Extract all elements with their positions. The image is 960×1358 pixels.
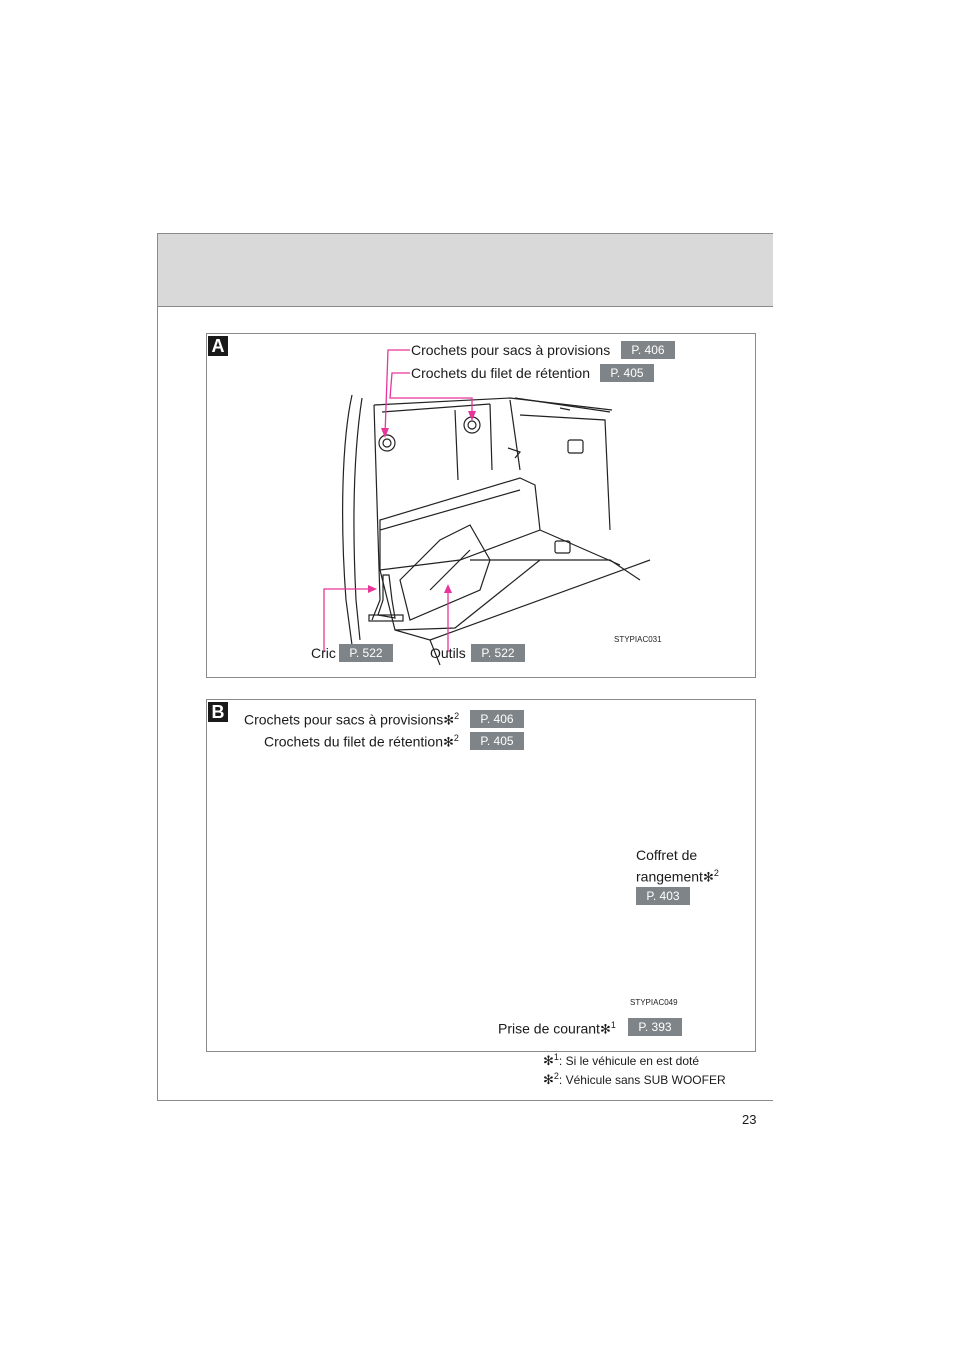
bottom-rule [157,1100,773,1101]
footnote-1: ✻1: Si le véhicule en est doté [543,1052,699,1069]
label-shopping-bag-hooks-b-text: Crochets pour sacs à provisions [244,711,444,728]
ref-net-hooks-b[interactable]: P. 405 [470,732,524,750]
asterisk-icon: ✻ [543,1072,554,1087]
footnote-2-text: : Véhicule sans SUB WOOFER [558,1073,726,1087]
label-storage-box-line1: Coffret de [636,847,698,863]
label-power-outlet-text: Prise de courant [498,1020,600,1037]
footnote-mark: 1 [610,1020,616,1030]
asterisk-icon: ✻ [443,734,454,750]
label-power-outlet: Prise de courant✻1 [498,1020,616,1038]
footnote-mark: 2 [713,868,719,878]
ref-jack[interactable]: P. 522 [339,644,393,662]
ref-shopping-bag-hooks-a[interactable]: P. 406 [621,341,675,359]
footnote-1-text: : Si le véhicule en est doté [558,1054,700,1068]
image-code-b: STYPIAC049 [630,998,678,1007]
label-net-hooks-b-text: Crochets du filet de rétention [264,733,443,750]
panel-b-badge: B [208,702,228,722]
label-shopping-bag-hooks-a: Crochets pour sacs à provisions [411,342,611,358]
ref-storage-box[interactable]: P. 403 [636,887,690,905]
footnote-1-mark: 1 [553,1052,559,1062]
asterisk-icon: ✻ [599,1021,611,1037]
left-margin-rule [157,233,158,1101]
footnote-mark: 2 [453,733,459,743]
panel-b [206,699,756,1052]
ref-tools[interactable]: P. 522 [471,644,525,662]
footnote-mark: 2 [454,711,460,721]
page-number: 23 [742,1112,757,1127]
footnote-2-mark: 2 [553,1071,559,1081]
label-tools: Outils [430,645,466,661]
panel-a [206,333,756,678]
asterisk-icon: ✻ [543,1053,554,1068]
panel-a-badge: A [208,336,228,356]
label-net-hooks-b: Crochets du filet de rétention✻2 [264,733,459,751]
image-code-a: STYPIAC031 [614,635,662,644]
label-storage-box-line2-text: rangement [636,868,703,885]
label-shopping-bag-hooks-b: Crochets pour sacs à provisions✻2 [244,711,459,729]
header-band [157,233,773,307]
asterisk-icon: ✻ [702,869,714,885]
label-jack: Cric [311,645,336,661]
ref-shopping-bag-hooks-b[interactable]: P. 406 [470,710,524,728]
ref-net-hooks-a[interactable]: P. 405 [600,364,654,382]
label-storage-box-line2: rangement✻2 [636,868,719,886]
asterisk-icon: ✻ [443,712,455,728]
label-net-hooks-a: Crochets du filet de rétention [411,365,590,381]
footnote-2: ✻2: Véhicule sans SUB WOOFER [543,1071,726,1088]
ref-power-outlet[interactable]: P. 393 [628,1018,682,1036]
